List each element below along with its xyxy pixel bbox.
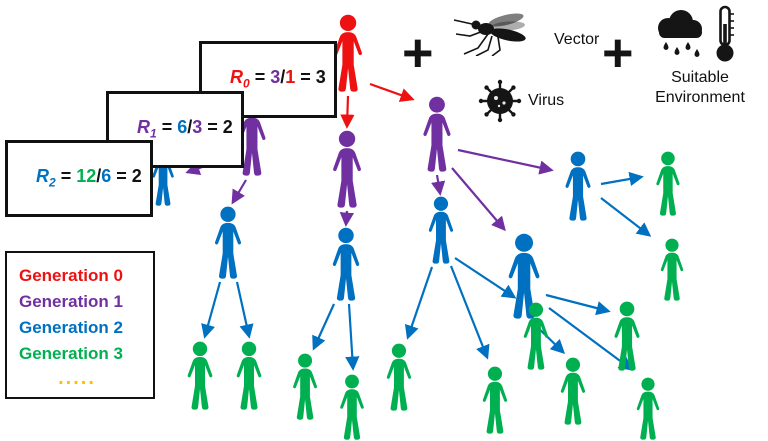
legend-generation-2: Generation 2 — [19, 318, 123, 337]
vector-label: Vector — [554, 31, 600, 48]
transmission-arrow-gen1 — [431, 174, 446, 196]
plus-sign: + — [402, 23, 434, 83]
r2-result: = 2 — [111, 166, 142, 186]
thermometer-icon — [716, 5, 734, 62]
person-generation-1 — [333, 130, 361, 208]
person-generation-2 — [428, 196, 454, 264]
person-generation-3 — [340, 374, 364, 440]
transmission-arrow-gen2 — [600, 197, 652, 237]
r1-subscript: 1 — [150, 126, 157, 141]
person-generation-0 — [334, 14, 362, 92]
transmission-arrow-gen2 — [545, 293, 611, 316]
person-generation-3 — [187, 341, 213, 410]
slash: / — [280, 67, 286, 87]
equals-sign: = — [156, 117, 178, 137]
transmission-arrow-gen2 — [312, 303, 336, 351]
person-generation-3 — [236, 341, 262, 410]
transmission-arrow-gen2 — [201, 281, 222, 339]
transmission-arrow-gen1 — [231, 179, 247, 205]
person-generation-3 — [660, 238, 684, 301]
r2-symbol: R2 — [36, 166, 56, 190]
r2-numerator: 12 — [76, 166, 97, 186]
transmission-arrow-gen2 — [404, 266, 434, 340]
r0-result: = 3 — [295, 67, 326, 87]
transmission-arrow-gen2 — [548, 307, 634, 371]
transmission-arrow-gen2 — [345, 303, 360, 371]
r0-letter: R — [230, 67, 244, 87]
equals-sign: = — [55, 166, 77, 186]
transmission-arrow-gen2 — [454, 257, 517, 299]
plus-sign: + — [602, 23, 634, 83]
transmission-arrow-gen2 — [235, 281, 254, 339]
person-generation-1 — [423, 96, 451, 172]
person-generation-3 — [386, 343, 412, 411]
person-generation-2 — [214, 206, 242, 279]
equals-sign: = — [249, 67, 271, 87]
legend-ellipsis: ..... — [58, 367, 96, 389]
r1-symbol: R1 — [137, 117, 157, 141]
virus-label: Virus — [528, 92, 565, 109]
slash: / — [96, 166, 102, 186]
r1-letter: R — [137, 117, 151, 137]
r2-subscript: 2 — [49, 175, 56, 190]
r2-denominator: 6 — [101, 166, 112, 186]
person-generation-3 — [293, 353, 318, 420]
generation-legend: Generation 0 Generation 1 Generation 2 G… — [5, 251, 155, 399]
r2-letter: R — [36, 166, 50, 186]
legend-generation-0: Generation 0 — [19, 266, 123, 285]
transmission-arrow-gen1 — [451, 167, 506, 232]
mosquito-icon — [453, 13, 526, 56]
r0-denominator: 1 — [285, 67, 296, 87]
transmission-arrow-gen2 — [449, 265, 490, 360]
transmission-arrow-gen0 — [369, 82, 415, 102]
r1-denominator: 3 — [192, 117, 203, 137]
person-generation-2 — [332, 227, 360, 301]
person-generation-3 — [656, 151, 680, 216]
person-generation-3 — [560, 357, 586, 425]
transmission-arrow-gen2 — [600, 171, 644, 187]
legend-generation-1: Generation 1 — [19, 292, 123, 311]
legend-generation-3: Generation 3 — [19, 344, 123, 363]
transmission-arrow-gen1 — [457, 148, 554, 175]
rain-cloud-icon — [658, 10, 702, 57]
r0-subscript: 0 — [243, 76, 250, 91]
r0-numerator: 3 — [270, 67, 281, 87]
transmission-arrow-gen1 — [339, 210, 355, 227]
person-generation-3 — [636, 377, 660, 440]
virus-icon — [478, 79, 522, 123]
r1-numerator: 6 — [177, 117, 188, 137]
r2-equation-box: R2 = 12/6 = 2 — [5, 140, 153, 217]
r1-result: = 2 — [202, 117, 233, 137]
slash: / — [187, 117, 193, 137]
suitable-environment-label: Suitable Environment — [655, 69, 745, 106]
transmission-arrow-gen0 — [340, 95, 355, 129]
r0-symbol: R0 — [230, 67, 250, 91]
person-generation-3 — [482, 366, 508, 434]
person-generation-2 — [565, 151, 591, 221]
